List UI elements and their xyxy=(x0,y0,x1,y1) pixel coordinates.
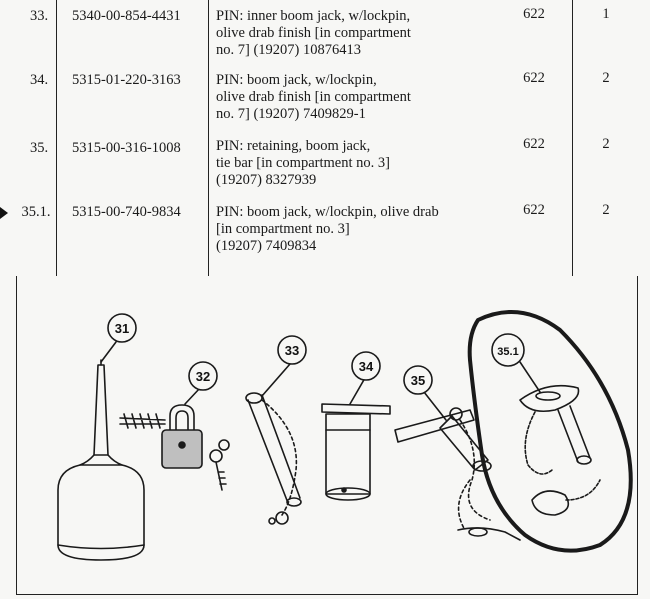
part-description: PIN: retaining, boom jack, tie bar [in c… xyxy=(216,138,390,188)
item-number: 33. xyxy=(29,8,49,24)
quantity-value: 2 xyxy=(602,136,610,152)
item-number: 35.1. xyxy=(21,204,51,220)
code-value: 622 xyxy=(523,6,545,22)
code-value: 622 xyxy=(523,136,545,152)
stock-number: 5340-00-854-4431 xyxy=(72,8,181,24)
callout-label: 35.1 xyxy=(497,346,518,358)
stock-number: 5315-00-316-1008 xyxy=(72,140,181,156)
part-description: PIN: inner boom jack, w/lockpin, olive d… xyxy=(216,8,411,58)
oil-can-icon xyxy=(57,359,145,561)
column-divider xyxy=(208,0,209,276)
lockpin-with-chain-icon xyxy=(519,384,601,516)
quantity-value: 1 xyxy=(602,6,610,22)
pin-with-chain-icon xyxy=(245,392,302,525)
callout-label: 33 xyxy=(285,343,299,358)
callout-label: 31 xyxy=(115,321,129,336)
triangle-pointer-icon xyxy=(0,204,8,222)
column-divider xyxy=(572,0,573,276)
highlight-circle xyxy=(467,310,633,553)
quantity-value: 2 xyxy=(602,202,610,218)
item-number: 34. xyxy=(29,72,49,88)
item-number: 35. xyxy=(29,140,49,156)
stock-number: 5315-00-740-9834 xyxy=(72,204,181,220)
quantity-value: 2 xyxy=(602,70,610,86)
code-value: 622 xyxy=(523,202,545,218)
code-value: 622 xyxy=(523,70,545,86)
parts-table: 33. 5340-00-854-4431 PIN: inner boom jac… xyxy=(16,0,650,276)
stock-number: 5315-01-220-3163 xyxy=(72,72,181,88)
boom-jack-pin-icon xyxy=(321,403,391,501)
callout-label: 32 xyxy=(196,369,210,384)
callout-label: 34 xyxy=(359,359,374,374)
column-divider xyxy=(56,0,57,276)
illustration-frame xyxy=(16,276,638,595)
retaining-pin-icon xyxy=(394,407,521,541)
part-description: PIN: boom jack, w/lockpin, olive drab fi… xyxy=(216,72,411,122)
callout-label: 35 xyxy=(411,373,425,388)
padlock-with-key-icon xyxy=(119,404,230,491)
part-description: PIN: boom jack, w/lockpin, olive drab [i… xyxy=(216,204,439,254)
